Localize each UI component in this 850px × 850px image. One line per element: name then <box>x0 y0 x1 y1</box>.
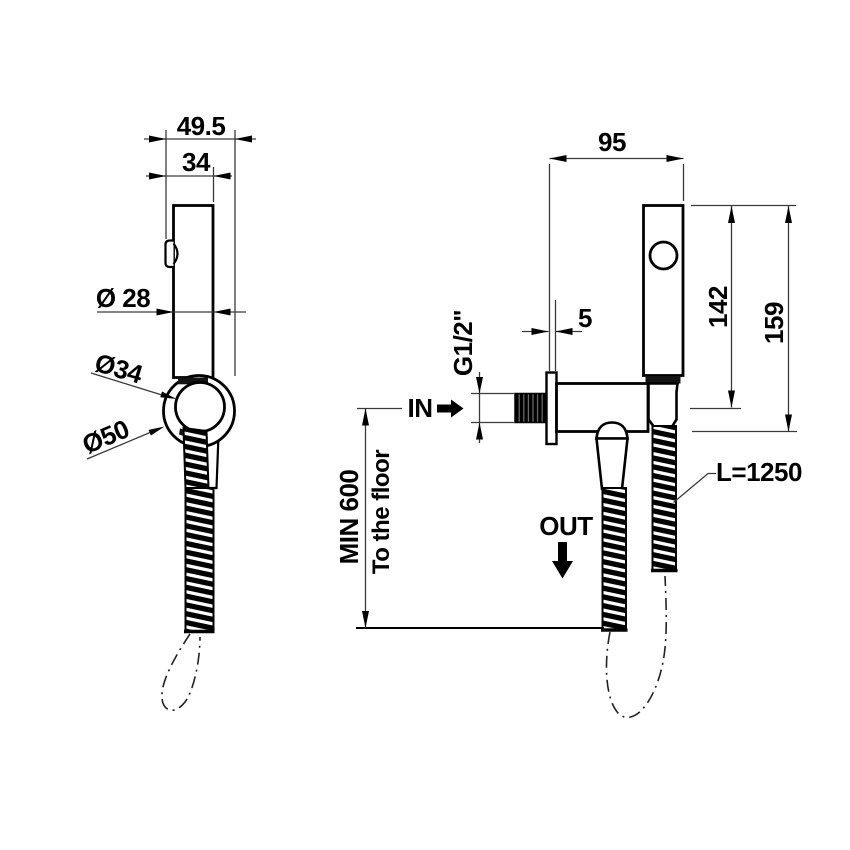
arrow-min600-top <box>362 408 369 426</box>
label-head-depth: 34 <box>182 147 211 177</box>
handle-front-outline <box>642 204 685 377</box>
label-holder-inner-diameter: Ø34 <box>91 347 146 390</box>
arrow-d34-leader <box>160 391 177 399</box>
leader-d50 <box>86 429 157 460</box>
handle-hose-connector <box>647 382 679 429</box>
arrow-34-left <box>149 172 166 180</box>
label-min-floor-clearance: MIN 600 <box>334 470 364 565</box>
inlet-thread-nipple <box>514 392 548 424</box>
hose-outlet-band <box>601 487 627 631</box>
arrow-d50-leader <box>148 426 165 436</box>
label-overall-depth: 49.5 <box>177 111 226 141</box>
wall-plate <box>545 371 558 446</box>
dimension-lines <box>86 130 797 628</box>
hose-handle <box>651 425 678 573</box>
hose-side <box>182 426 215 634</box>
handle-button-side <box>164 239 174 269</box>
handle-button-front <box>648 240 679 271</box>
arrow-5-left <box>531 328 549 335</box>
label-wall-to-handle: 95 <box>598 127 626 157</box>
leader-d34 <box>90 372 171 399</box>
label-inlet-thread: G1/2" <box>448 310 478 376</box>
label-handle-diameter: Ø 28 <box>96 283 150 313</box>
hose-side-lower <box>184 487 215 632</box>
dimension-labels: 49.5 34 Ø 28 Ø34 Ø50 95 5 G1/2" IN OUT 1… <box>78 111 803 574</box>
arrow-d28-left <box>156 308 174 316</box>
label-holder-outer-diameter: Ø50 <box>78 414 134 460</box>
arrow-g12-top <box>476 377 483 394</box>
hose-side-phantom-loop <box>161 633 201 712</box>
front-view <box>356 204 685 719</box>
leader-hose-length <box>673 472 716 503</box>
holder-ring-inner <box>174 381 226 433</box>
handle-side-outline <box>172 204 215 379</box>
out-flow-arrow <box>552 542 573 579</box>
hose-handle-band <box>651 425 677 571</box>
outlet-cone <box>595 437 629 491</box>
arrow-142-bottom <box>728 390 735 408</box>
holder-clamp-band <box>178 377 208 385</box>
arrow-g12-bottom <box>476 422 483 440</box>
arrow-95-left <box>549 155 567 162</box>
hose-side-upper <box>182 426 210 489</box>
side-view <box>161 204 236 712</box>
arrow-159-bottom <box>785 414 792 432</box>
handle-button-arc <box>172 242 179 265</box>
arrow-95-right <box>666 155 684 162</box>
dimension-arrows <box>148 135 792 628</box>
label-outlet: OUT <box>539 511 593 541</box>
label-handle-to-inlet-axis: 142 <box>703 286 733 328</box>
label-inlet: IN <box>408 393 433 423</box>
label-handle-to-body-bottom: 159 <box>759 302 789 344</box>
arrow-34-right <box>213 172 231 180</box>
label-floor-reference: To the floor <box>368 450 395 574</box>
label-plate-thickness: 5 <box>578 303 592 333</box>
label-hose-length: L=1250 <box>716 457 802 487</box>
arrow-142-top <box>728 206 735 223</box>
hose-outlet <box>601 487 628 632</box>
outlet-dome <box>595 421 629 440</box>
arrow-5-right <box>555 328 573 335</box>
arrow-159-top <box>785 206 792 223</box>
arrow-d28-right <box>213 308 231 316</box>
handle-nut-band <box>645 376 681 384</box>
arrow-min600-bottom <box>362 611 369 628</box>
in-flow-arrow <box>437 399 464 418</box>
arrow-49-5-left <box>149 135 166 143</box>
arrow-49-5-right <box>235 135 252 143</box>
